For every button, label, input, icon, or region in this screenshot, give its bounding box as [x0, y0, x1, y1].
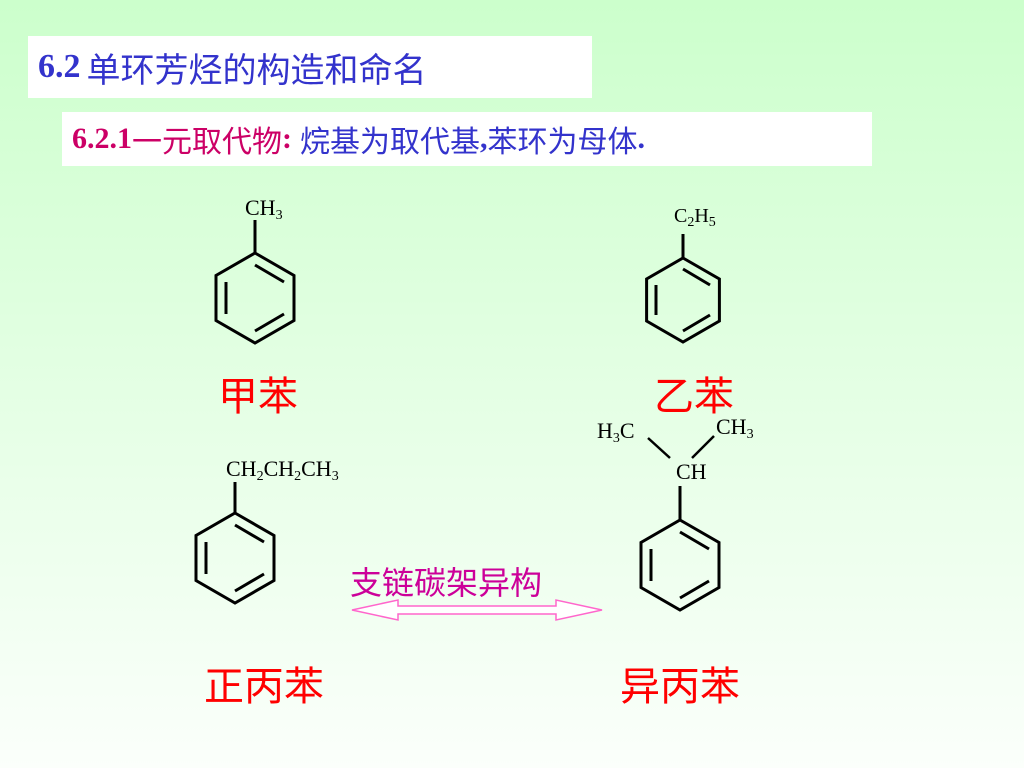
- propylbenzene-s1: 2: [256, 469, 264, 484]
- section-heading-text: 一元取代物: [132, 125, 282, 160]
- cumene-right-bond: [691, 435, 715, 459]
- propylbenzene-f2: CH: [263, 456, 295, 481]
- propylbenzene-f3: CH: [301, 456, 332, 481]
- toluene-name: 甲苯: [218, 374, 298, 420]
- cumene-left-sub: 3: [612, 431, 620, 446]
- ethylbenzene-name: 乙苯: [654, 374, 734, 420]
- cumene-name: 异丙苯: [620, 664, 740, 710]
- ethylbenzene-ring: [645, 234, 721, 344]
- propylbenzene-f1: CH: [226, 456, 257, 481]
- title-text: 单环芳烃的构造和命名: [86, 50, 427, 91]
- propylbenzene-formula: CH2CH2CH3: [226, 458, 339, 484]
- title-number: 6.2: [38, 48, 81, 85]
- ethylbenzene-s1: 2: [687, 215, 695, 230]
- toluene-formula-sub: 3: [275, 208, 283, 223]
- toluene-ring: [214, 220, 296, 345]
- cumene-center-ch: CH: [676, 459, 707, 484]
- cumene-left-methyl: H3C: [597, 420, 635, 446]
- ethylbenzene-f1: C: [674, 205, 688, 227]
- slide-title: 6.2 单环芳烃的构造和命名: [28, 36, 592, 98]
- toluene-formula-main: CH: [245, 195, 276, 220]
- cumene-right-main: CH: [716, 414, 747, 439]
- propylbenzene-name: 正丙苯: [204, 664, 324, 710]
- cumene-left-bond: [647, 437, 671, 459]
- propylbenzene-s2: 2: [294, 469, 302, 484]
- isomer-label: 支链碳架异构: [350, 564, 543, 602]
- cumene-right-methyl: CH3: [716, 416, 754, 442]
- section-number: 6.2.1: [72, 122, 132, 155]
- section-heading: 6.2.1 一元取代物 : 烷基为取代基 , 苯环为母体 .: [62, 112, 872, 166]
- ethylbenzene-formula: C2H5: [674, 206, 716, 230]
- cumene-right-sub: 3: [746, 427, 754, 442]
- propylbenzene-s3: 3: [331, 469, 339, 484]
- section-period: .: [637, 122, 646, 155]
- cumene-ring: [639, 435, 721, 612]
- section-comma: ,: [480, 122, 488, 155]
- toluene-formula: CH3: [245, 197, 283, 223]
- cumene-left-c: C: [619, 418, 635, 443]
- section-desc-b: 苯环为母体: [487, 125, 638, 160]
- cumene-left-h: H: [597, 418, 613, 443]
- propylbenzene-ring: [194, 482, 276, 605]
- isomer-arrow: [351, 599, 603, 621]
- ethylbenzene-f2: H: [694, 205, 709, 227]
- section-desc-a: 烷基为取代基: [300, 125, 480, 160]
- section-colon: :: [282, 122, 292, 155]
- ethylbenzene-s2: 5: [708, 215, 716, 230]
